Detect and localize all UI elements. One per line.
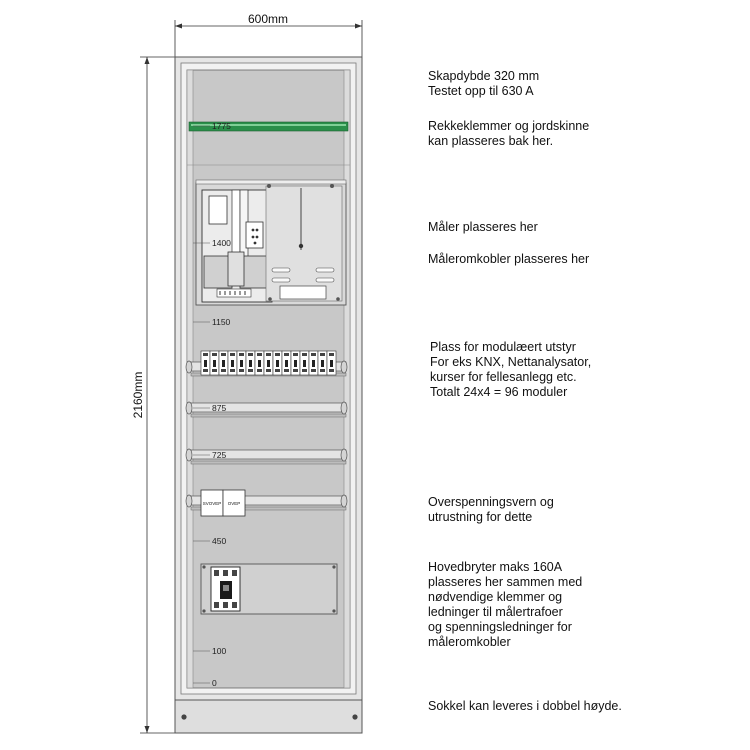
modular-devices-row [200, 350, 337, 376]
meter-section [195, 179, 347, 306]
note-modular-space: Plass for modulæert utstyr For eks KNX, … [430, 340, 592, 399]
rail-height-labels: 1775 1400 1150 875 725 450 100 0 [193, 121, 231, 688]
height-dimension: 2160mm [131, 56, 175, 734]
rail-height-label: 875 [212, 403, 226, 413]
modular-device [281, 350, 292, 376]
spd-label-left: SVOVEP [203, 501, 222, 506]
modular-device [254, 350, 265, 376]
main-breaker [210, 566, 241, 612]
modular-device [308, 350, 319, 376]
plinth [174, 699, 363, 734]
modular-device [236, 350, 247, 376]
note-meter-switch: Måleromkobler plasseres her [428, 252, 590, 266]
modular-device [299, 350, 310, 376]
rail-height-label: 100 [212, 646, 226, 656]
surge-protector: SVOVEP OVEP [200, 489, 246, 517]
din-rail [185, 448, 348, 465]
din-rail [185, 401, 348, 418]
rail-height-label: 0 [212, 678, 217, 688]
modular-device [263, 350, 274, 376]
main-breaker-section [200, 563, 338, 615]
width-dimension: 600mm [174, 12, 363, 58]
note-main-breaker: Hovedbryter maks 160A plasseres her samm… [428, 560, 583, 649]
note-surge-protection: Overspenningsvern og utrustning for dett… [428, 495, 554, 524]
energy-meter [201, 189, 273, 303]
rail-height-label: 450 [212, 536, 226, 546]
modular-device [290, 350, 301, 376]
modular-device [209, 350, 220, 376]
rail-height-label: 1400 [212, 238, 231, 248]
rail-height-label: 1150 [212, 317, 231, 327]
modular-device [200, 350, 211, 376]
top-rail [187, 121, 350, 166]
modular-device [317, 350, 328, 376]
note-cabinet-depth: Skapdybde 320 mm Testet opp til 630 A [428, 69, 540, 98]
height-label: 2160mm [131, 372, 145, 419]
note-terminals: Rekkeklemmer og jordskinne kan plasseres… [428, 119, 590, 148]
rail-height-label: 1775 [212, 121, 231, 131]
note-meter: Måler plasseres her [428, 220, 538, 234]
modular-device [227, 350, 238, 376]
rail-height-label: 725 [212, 450, 226, 460]
modular-device [245, 350, 256, 376]
modular-device [326, 350, 337, 376]
modular-device [218, 350, 229, 376]
spd-label-right: OVEP [228, 501, 241, 506]
din-rail [185, 494, 348, 511]
meter-switch-plate [265, 184, 343, 302]
note-plinth: Sokkel kan leveres i dobbel høyde. [428, 699, 622, 713]
width-label: 600mm [248, 12, 288, 26]
modular-device [272, 350, 283, 376]
